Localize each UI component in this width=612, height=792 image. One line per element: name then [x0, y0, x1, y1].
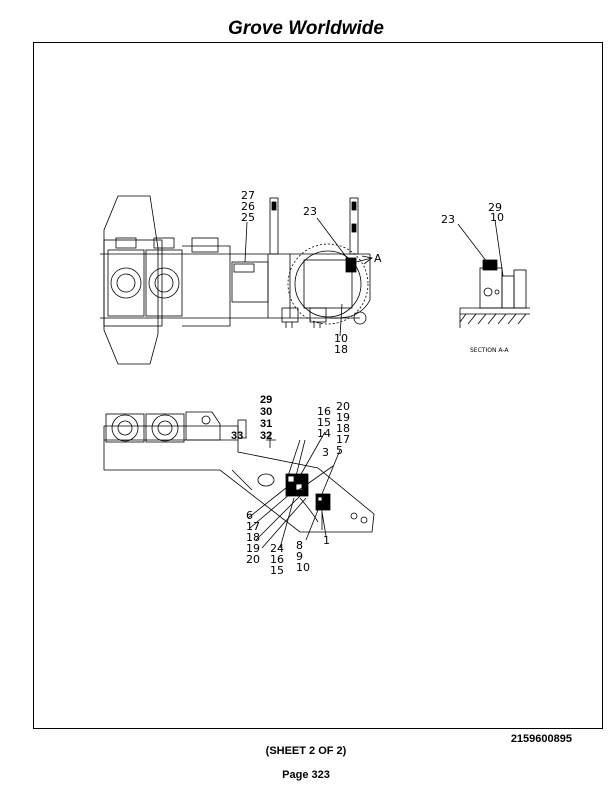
- section-caption: SECTION A-A: [470, 347, 509, 354]
- callout-19: 19: [336, 411, 350, 424]
- callout-6: 6: [246, 509, 253, 522]
- callout-27: 27: [241, 189, 255, 202]
- section-marker-a: A: [374, 252, 382, 265]
- callout-29-section: 29: [488, 201, 502, 214]
- callout-20: 20: [336, 400, 350, 413]
- callout-15: 15: [317, 416, 331, 429]
- document-number: 2159600895: [510, 733, 572, 745]
- callout-23-section: 23: [441, 213, 455, 226]
- callout-17-lower: 17: [246, 520, 260, 533]
- callout-33: 33: [231, 430, 243, 442]
- callout-24: 24: [270, 542, 284, 555]
- callout-10-section: 10: [490, 211, 504, 224]
- callout-1: 1: [323, 534, 330, 547]
- callout-20-lower: 20: [246, 553, 260, 566]
- drawing-frame: [33, 42, 603, 729]
- side-view-drawing: [103, 411, 375, 549]
- callout-8: 8: [296, 539, 303, 552]
- side-view-labels: 29 30 31 32 33 16 15 14 20 19 18 17 5 3 …: [231, 394, 350, 577]
- callout-10: 10: [334, 332, 348, 345]
- callout-18: 18: [336, 422, 350, 435]
- sheet-indicator: (SHEET 2 OF 2): [265, 745, 347, 757]
- section-labels: 23 29 10 SECTION A-A: [441, 201, 509, 354]
- callout-5: 5: [336, 444, 343, 457]
- top-view-drawing: [100, 195, 373, 365]
- callout-23: 23: [303, 205, 317, 218]
- callout-18-lower: 18: [246, 531, 260, 544]
- callout-30: 30: [260, 406, 272, 418]
- callout-26: 26: [241, 200, 255, 213]
- callout-25: 25: [241, 211, 255, 224]
- page-number: Page 323: [282, 769, 330, 781]
- callout-32: 32: [260, 430, 272, 442]
- callout-18: 18: [334, 343, 348, 356]
- callout-15-lower: 15: [270, 564, 284, 577]
- callout-14: 14: [317, 427, 331, 440]
- page-header-title: Grove Worldwide: [228, 18, 384, 39]
- top-view-labels: 27 26 25 23 A 10 18: [241, 189, 382, 356]
- callout-19-lower: 19: [246, 542, 260, 555]
- callout-29-side: 29: [260, 394, 272, 406]
- callout-16: 16: [317, 405, 331, 418]
- callout-9: 9: [296, 550, 303, 563]
- callout-10-lower: 10: [296, 561, 310, 574]
- callout-16-lower: 16: [270, 553, 284, 566]
- callout-3: 3: [322, 446, 329, 459]
- callout-31: 31: [260, 418, 272, 430]
- callout-17: 17: [336, 433, 350, 446]
- section-a-a-drawing: [457, 219, 530, 328]
